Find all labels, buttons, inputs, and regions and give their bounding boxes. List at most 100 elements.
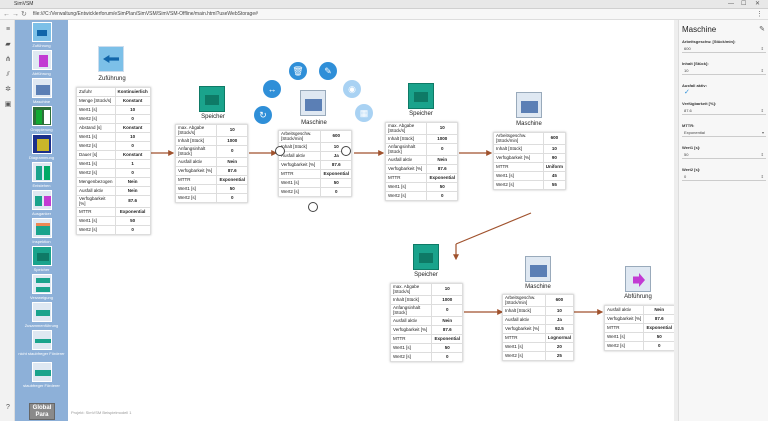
maschine-node-icon[interactable] (525, 256, 551, 282)
global-parameters-button[interactable]: Global Para (29, 403, 55, 420)
param-row: Anfangsinhalt [Stück]0 (389, 304, 463, 317)
panel-stepper-input[interactable]: 10⇕ (682, 67, 766, 75)
panel-stepper-input[interactable]: 600 ⇕ (682, 45, 766, 53)
connection-handle-left[interactable] (275, 146, 285, 156)
palette-zufuehrung[interactable]: Zuführung (18, 22, 65, 48)
speicher-node-icon[interactable] (413, 244, 439, 270)
save-icon[interactable]: ▣ (4, 101, 12, 108)
mttr-select[interactable]: Exponential▾ (682, 129, 766, 137)
param-value: 10 (542, 144, 567, 154)
param-value: 1000 (426, 134, 458, 144)
connector-layer (150, 150, 604, 315)
palette-entstehen[interactable]: Entstehen (18, 162, 65, 188)
param-label: Ausfall aktiv (174, 157, 218, 167)
param-label: Wert2 [s] (76, 141, 116, 151)
palette-speicher[interactable]: Speicher (18, 246, 65, 272)
minimize-button[interactable]: — (728, 1, 734, 7)
ausfall-checkbox[interactable]: ✓ (682, 89, 766, 97)
param-value: 600 (544, 294, 575, 307)
chevron-down-icon[interactable]: ▾ (761, 130, 764, 135)
stepper-arrows-icon[interactable]: ⇕ (760, 174, 764, 179)
speicher-node-icon[interactable] (199, 86, 225, 112)
url-field[interactable]: file:///C:/Verwaltung/Entwicklerforum/eS… (33, 11, 258, 17)
arrows-icon[interactable]: ↔ (263, 80, 281, 98)
palette-abfuehrung[interactable]: Abführung (18, 50, 65, 76)
close-button[interactable]: ✕ (755, 1, 761, 7)
trash-icon[interactable]: 🗑 (289, 62, 307, 80)
menu-icon[interactable]: ≡ (5, 26, 11, 33)
forward-icon[interactable]: → (12, 11, 19, 18)
canvas-scrollbar[interactable] (674, 20, 678, 421)
folder-icon[interactable]: ▰ (5, 41, 11, 48)
palette-staubfreger-foerderer[interactable]: staubfreger Förderer (18, 362, 65, 388)
palette-ausganker[interactable]: Ausganker (18, 190, 65, 216)
param-row: Arbeitsgeschw. [Stück/min]600 (277, 130, 352, 143)
speicher-node-icon[interactable] (408, 83, 434, 109)
param-value: Konstant (114, 123, 151, 133)
settings-icon[interactable]: ✲ (5, 86, 11, 93)
stepper-arrows-icon[interactable]: ⇕ (760, 152, 764, 157)
param-label: Ausfall aktiv (502, 315, 546, 325)
param-value: Exponential (431, 334, 463, 344)
param-value: 87.6 (426, 164, 458, 174)
param-label: Menge [Stück/s] (76, 96, 116, 106)
stepper-arrows-icon[interactable]: ⇕ (760, 68, 764, 73)
param-label: max. Abgabe [Stück/s] (389, 283, 433, 296)
chart-icon[interactable]: ⫽ (6, 71, 10, 78)
param-value: Nein (216, 157, 248, 167)
palette-zusammenfuehrung[interactable]: Zusammenführung (18, 302, 65, 328)
abfuehrung-node-icon[interactable] (625, 266, 651, 292)
panel-stepper-input[interactable]: 0⇕ (682, 173, 766, 181)
param-row: Inhalt [Stück]1000 (174, 136, 248, 146)
param-value: 600 (542, 132, 567, 145)
param-row: Wert2 [s]0 (384, 191, 458, 201)
maschine-node-icon[interactable] (300, 90, 326, 116)
param-value: Nein (114, 177, 151, 187)
hierarchy-icon[interactable]: ⋔ (5, 56, 11, 63)
connector-maschine2-speicher3[interactable] (455, 212, 532, 245)
param-value: 1 (114, 159, 151, 169)
palette-inspektion[interactable]: Inspektion (18, 218, 65, 244)
edit-pencil-icon[interactable]: ✎ (759, 26, 765, 33)
panel-field: Wert1 [s]:50⇕ (682, 145, 766, 159)
pencil-icon[interactable]: ✎ (319, 62, 337, 80)
back-icon[interactable]: ← (3, 11, 10, 18)
camera-icon[interactable]: ◉ (343, 80, 361, 98)
param-row: max. Abgabe [Stück/s]10 (389, 283, 463, 296)
param-label: Anfangsinhalt [Stück] (389, 304, 433, 317)
stepper-arrows-icon[interactable]: ⇕ (760, 46, 764, 51)
param-row: Verfügbarkeit [%]87.6 (76, 195, 151, 208)
refresh-icon[interactable]: ↻ (254, 106, 272, 124)
param-row: Wert2 [s]0 (76, 225, 151, 235)
connection-handle-bottom[interactable] (308, 202, 318, 212)
palette-nicht-staubfreger-foerderer[interactable]: nicht staubfreger Förderer (18, 330, 65, 356)
stepper-arrows-icon[interactable]: ⇕ (760, 108, 764, 113)
maximize-button[interactable]: ☐ (741, 1, 747, 7)
image-icon[interactable]: ▦ (355, 104, 373, 122)
browser-menu-icon[interactable]: ⋮ (756, 11, 763, 18)
create-icon (31, 162, 52, 182)
panel-field-value: 600 (684, 46, 691, 51)
help-icon[interactable]: ? (6, 404, 10, 411)
param-value: 20 (544, 342, 575, 352)
zufuehrung-node-icon[interactable] (98, 46, 124, 72)
palette-gruppierung[interactable]: Gruppierung (18, 106, 65, 132)
param-value: 0 (114, 225, 151, 235)
param-row: Wert1 [s]50 (277, 178, 352, 188)
maschine-node-icon[interactable] (516, 92, 542, 118)
param-value: 1000 (216, 136, 248, 146)
palette-verzweigung[interactable]: Verzweigung (18, 274, 65, 300)
connection-handle-right[interactable] (341, 146, 351, 156)
param-label: MTTR (384, 173, 428, 183)
panel-stepper-input[interactable]: 50⇕ (682, 151, 766, 159)
param-value: Konstant (114, 96, 151, 106)
palette-maschine[interactable]: Maschine (18, 78, 65, 104)
palette-diagrammung[interactable]: Diagrammung (18, 134, 65, 160)
panel-stepper-input[interactable]: 87.6⇕ (682, 107, 766, 115)
reload-icon[interactable]: ↻ (21, 11, 27, 18)
